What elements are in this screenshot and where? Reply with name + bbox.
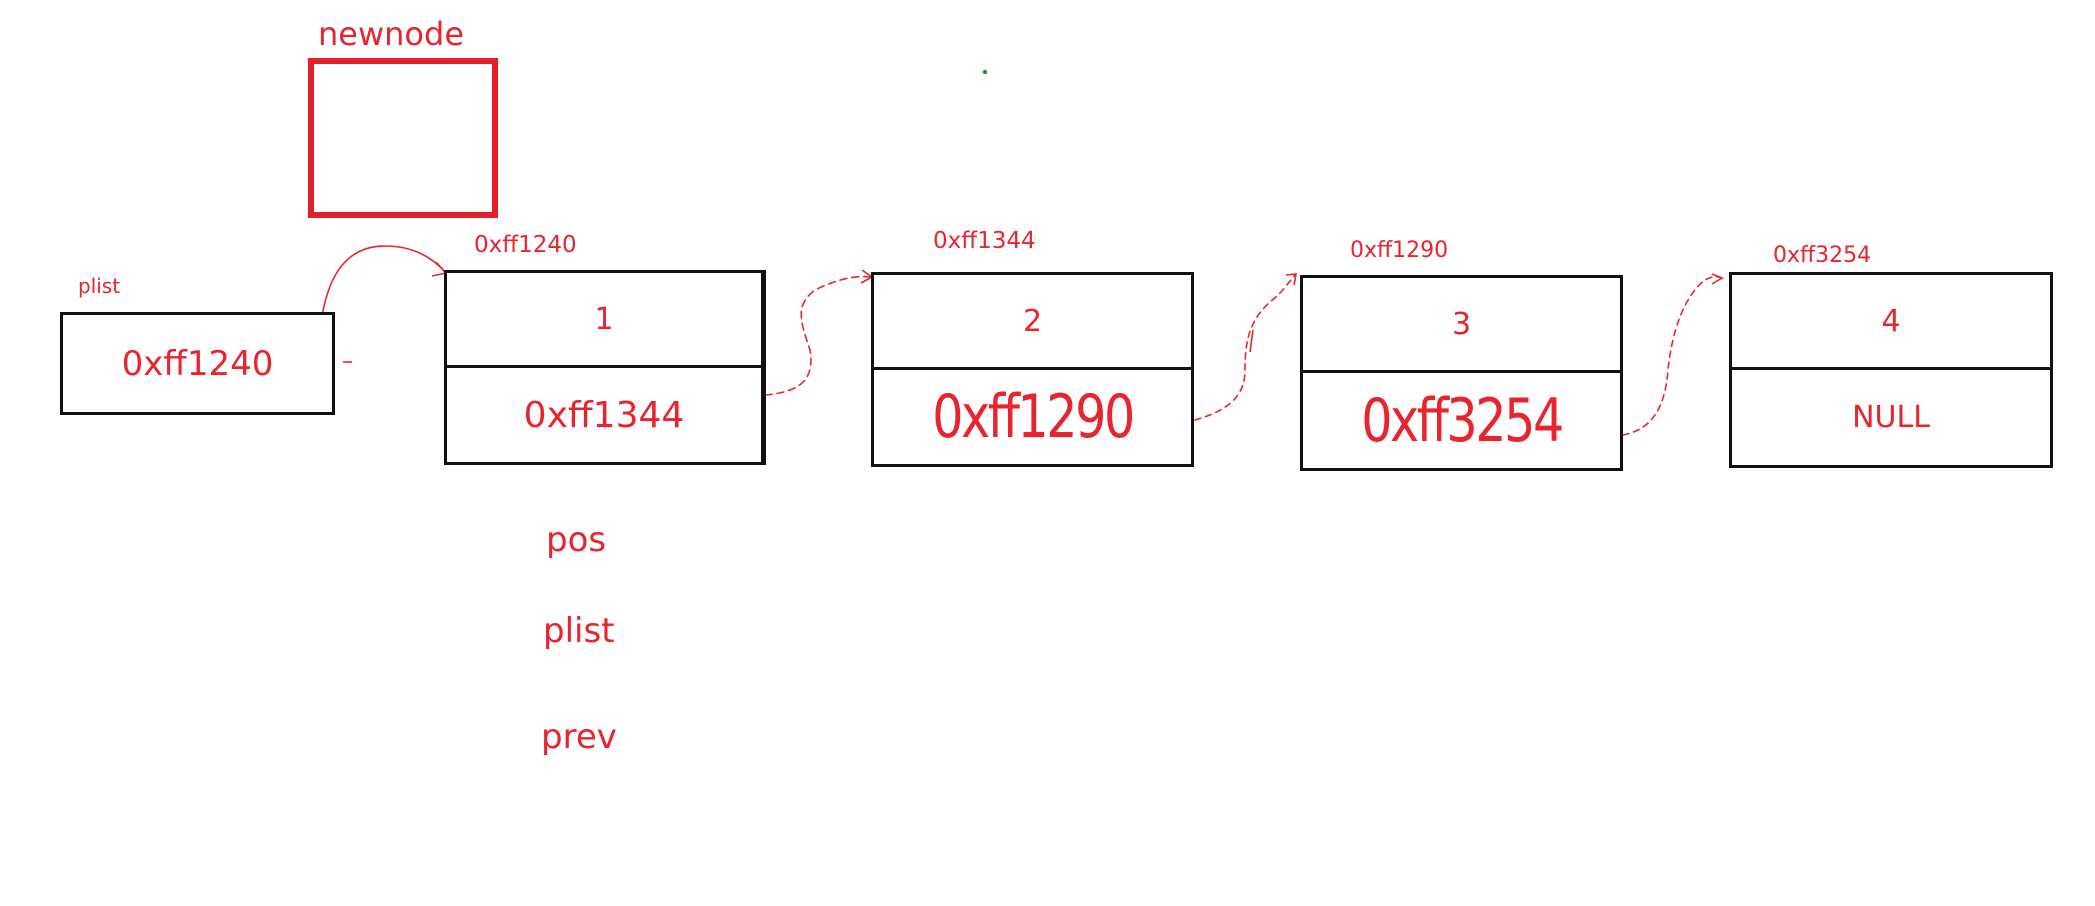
pos-pointer-label: pos bbox=[546, 520, 607, 560]
node1-next: 0xff1344 bbox=[523, 394, 685, 436]
list-node-1: 1 0xff1344 bbox=[444, 270, 766, 465]
node3-next: 0xff3254 bbox=[1361, 385, 1564, 456]
plist-pointer-box: 0xff1240 bbox=[60, 312, 335, 415]
arrowhead-node3 bbox=[1285, 273, 1297, 286]
plist-pointer-value: 0xff1240 bbox=[121, 343, 274, 384]
node4-address: 0xff3254 bbox=[1773, 243, 1872, 268]
arrow-node2-to-node3 bbox=[1194, 274, 1296, 421]
list-node-2: 2 0xff1290 bbox=[871, 272, 1194, 467]
arrow-node1-to-node2 bbox=[764, 275, 871, 396]
node3-data: 3 bbox=[1303, 278, 1620, 373]
newnode-box bbox=[308, 58, 498, 218]
prev-pointer-label: prev bbox=[541, 717, 617, 757]
node4-data: 4 bbox=[1732, 275, 2050, 370]
node2-data: 2 bbox=[874, 275, 1191, 370]
newnode-label: newnode bbox=[318, 15, 464, 53]
plist-pointer-label: plist bbox=[543, 611, 615, 651]
node4-next: NULL bbox=[1852, 400, 1930, 435]
node3-entry-tick bbox=[1249, 329, 1254, 353]
node1-data: 1 bbox=[447, 273, 761, 368]
green-marker-dot bbox=[982, 69, 988, 75]
node2-next: 0xff1290 bbox=[932, 382, 1135, 452]
arrow-plist-to-node1 bbox=[321, 245, 446, 317]
list-node-4: 4 NULL bbox=[1729, 272, 2053, 468]
node2-address: 0xff1344 bbox=[933, 228, 1036, 254]
arrowhead-node4 bbox=[1711, 273, 1724, 285]
node3-address: 0xff1290 bbox=[1350, 238, 1449, 263]
arrow-node3-to-node4 bbox=[1622, 275, 1723, 436]
node1-address: 0xff1240 bbox=[474, 232, 577, 258]
plist-box-label: plist bbox=[78, 274, 121, 298]
